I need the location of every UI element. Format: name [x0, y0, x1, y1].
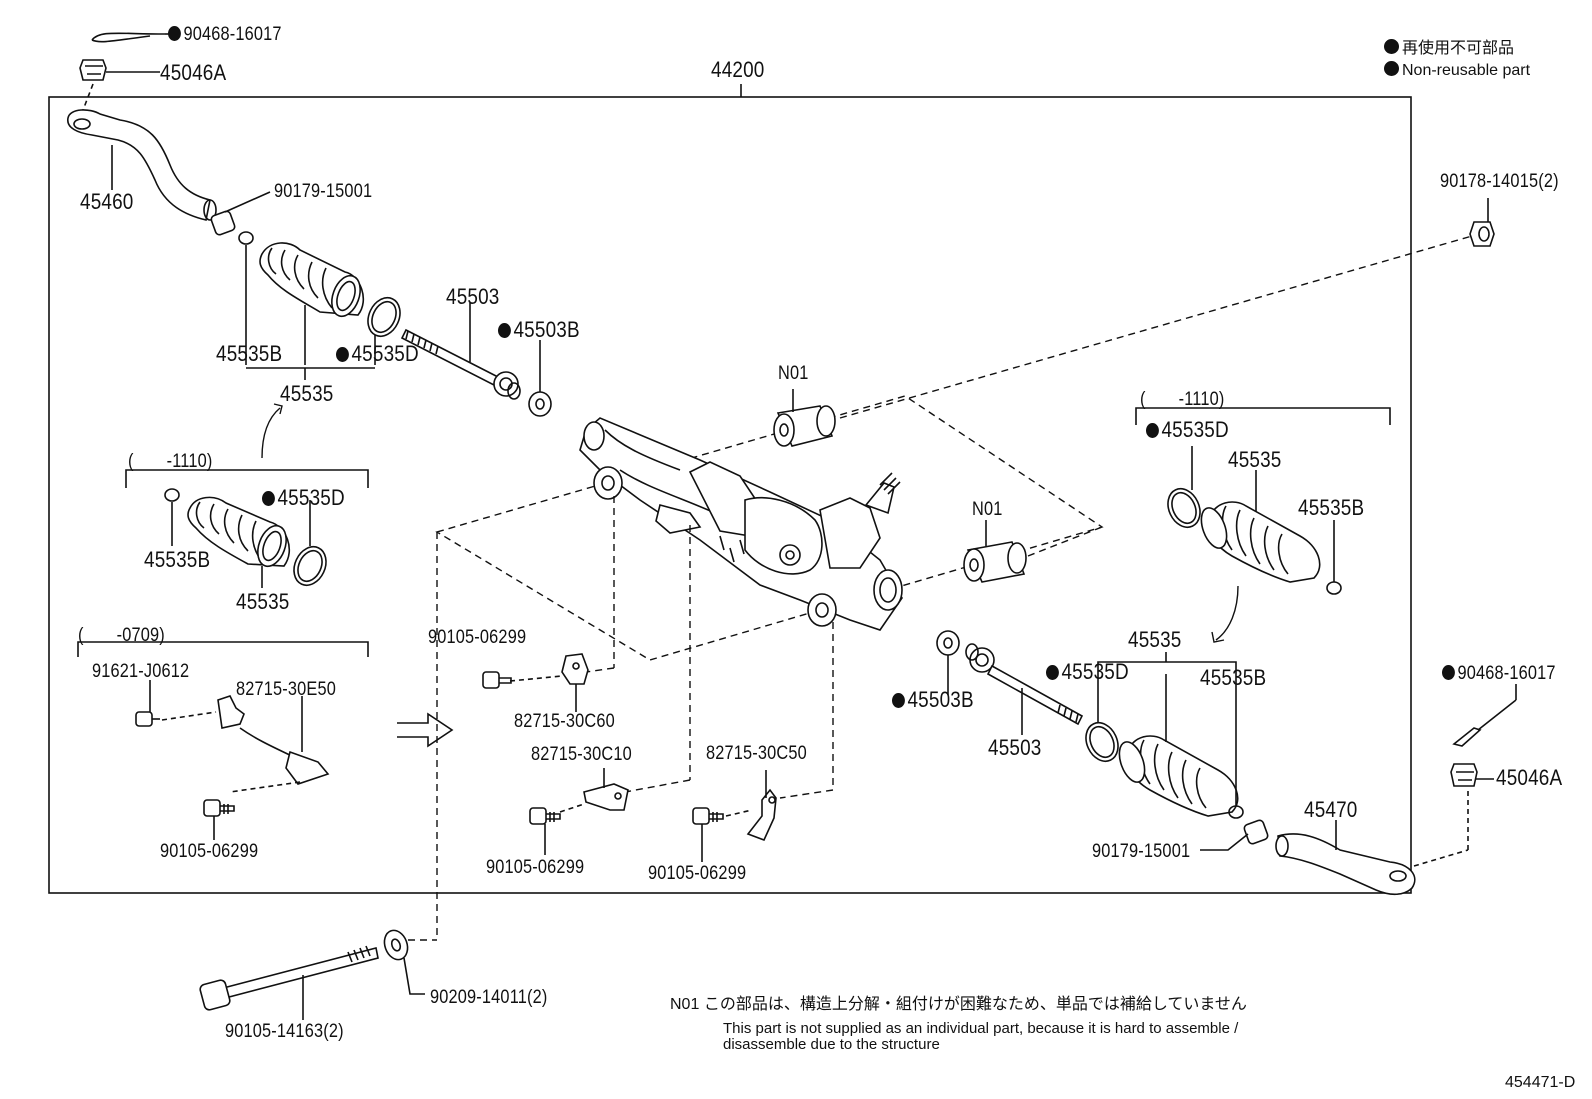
- bolt-90105-c: [529, 807, 561, 825]
- part-label[interactable]: 45535: [280, 381, 334, 406]
- part-label[interactable]: 90105-06299: [160, 841, 259, 862]
- assembly-frame: [48, 96, 1412, 894]
- part-label[interactable]: 45535B: [144, 547, 211, 572]
- part-label[interactable]: 45535: [236, 589, 290, 614]
- non-reusable-dot-icon: [262, 491, 275, 506]
- part-label[interactable]: 45535D: [336, 342, 419, 366]
- cotter-pin-right: [1452, 727, 1482, 747]
- n01-note-prefix: N01: [670, 996, 700, 1013]
- rack-boot-left-upper: [259, 242, 364, 318]
- cotter-pin-left: [91, 32, 171, 43]
- legend-item-en: Non-reusable part: [1384, 60, 1530, 82]
- part-label[interactable]: 90209-14011(2): [430, 987, 548, 1008]
- part-label[interactable]: 45460: [80, 189, 134, 214]
- part-label[interactable]: 45535D: [1146, 418, 1229, 442]
- bolt-90105-a: [203, 799, 235, 817]
- part-label[interactable]: 45535B: [1200, 665, 1267, 690]
- part-label[interactable]: 90179-15001: [274, 181, 373, 202]
- part-label[interactable]: 45503: [988, 735, 1042, 760]
- part-label[interactable]: 90468-16017: [1442, 664, 1556, 684]
- part-label[interactable]: 45470: [1304, 797, 1358, 822]
- long-bolt-90105-14163: [199, 945, 379, 1011]
- part-label[interactable]: 90468-16017: [168, 25, 282, 45]
- n01-note-jp-text: この部品は、構造上分解・組付けが困難なため、単品では補給していません: [703, 996, 1247, 1013]
- assembly-number: 44200: [711, 57, 765, 82]
- part-label[interactable]: ( -1110): [1140, 389, 1225, 410]
- part-label[interactable]: N01: [778, 363, 809, 384]
- n01-note-en-1: This part is not supplied as an individu…: [723, 1020, 1239, 1037]
- part-label[interactable]: 90105-14163(2): [225, 1021, 344, 1042]
- part-label[interactable]: 90179-15001: [1092, 841, 1191, 862]
- non-reusable-dot-icon: [498, 323, 511, 338]
- part-label[interactable]: 82715-30C10: [531, 744, 632, 765]
- steering-gear-housing: [579, 417, 903, 631]
- castle-nut-right: [1450, 763, 1478, 787]
- part-label[interactable]: 90178-14015(2): [1440, 171, 1559, 192]
- part-label[interactable]: 45535: [1128, 627, 1182, 652]
- tie-rod-end-right: [1275, 833, 1416, 896]
- n01-note: N01 この部品は、構造上分解・組付けが困難なため、単品では補給していません T…: [670, 996, 1247, 1053]
- n01-note-en-2: disassemble due to the structure: [723, 1036, 940, 1053]
- part-label[interactable]: 45046A: [160, 60, 227, 85]
- lock-nut-left: [210, 210, 236, 236]
- part-label[interactable]: ( -1110): [128, 451, 213, 472]
- part-label[interactable]: 82715-30C60: [514, 711, 615, 732]
- bracket-82715-30C60: [561, 653, 589, 685]
- bushing-n01-lower: [963, 541, 1027, 583]
- tie-rod-end-left: [67, 109, 217, 221]
- part-label[interactable]: 45535B: [216, 341, 283, 366]
- diagram-code: 454471-D: [1505, 1074, 1576, 1091]
- bolt-90105-b: [482, 671, 512, 689]
- bracket-82715-30E50: [217, 695, 330, 785]
- part-label[interactable]: 91621-J0612: [92, 661, 190, 682]
- part-label[interactable]: 45535D: [262, 486, 345, 510]
- part-label[interactable]: 45535B: [1298, 495, 1365, 520]
- part-label[interactable]: 90105-06299: [486, 857, 585, 878]
- bolt-90105-d: [692, 807, 724, 825]
- bolt-91621: [135, 711, 160, 727]
- inner-tie-rod-left: [400, 328, 521, 400]
- part-label[interactable]: 45503B: [498, 318, 580, 342]
- non-reusable-dot-icon: [892, 693, 905, 708]
- part-label[interactable]: 90105-06299: [648, 863, 747, 884]
- non-reusable-dot-icon: [1046, 665, 1059, 680]
- part-label[interactable]: 82715-30C50: [706, 743, 807, 764]
- part-label[interactable]: ( -0709): [78, 625, 165, 646]
- legend-item-jp: 再使用不可部品: [1384, 38, 1530, 60]
- part-label[interactable]: N01: [972, 499, 1003, 520]
- legend-text: 再使用不可部品: [1402, 40, 1515, 57]
- non-reusable-dot-icon: [1442, 665, 1455, 680]
- non-reusable-dot-icon: [336, 347, 349, 362]
- n01-note-jp: N01 この部品は、構造上分解・組付けが困難なため、単品では補給していません: [670, 996, 1247, 1014]
- part-label[interactable]: 45535D: [1046, 660, 1129, 684]
- rack-boot-right-upper: [1200, 501, 1321, 583]
- non-reusable-dot-icon: [1146, 423, 1159, 438]
- bracket-82715-30C10: [583, 783, 629, 811]
- bushing-n01-upper: [773, 405, 836, 447]
- part-label[interactable]: 82715-30E50: [236, 679, 337, 700]
- rack-boot-left-lower: [187, 496, 290, 568]
- part-label[interactable]: 45503: [446, 284, 500, 309]
- nut-90178: [1469, 221, 1495, 247]
- part-label[interactable]: 45535: [1228, 447, 1282, 472]
- legend-text: Non-reusable part: [1402, 62, 1531, 79]
- rack-boot-right-lower: [1118, 735, 1239, 817]
- bracket-82715-30C50: [746, 788, 777, 842]
- part-label[interactable]: 45503B: [892, 688, 974, 712]
- inner-tie-rod-right: [965, 643, 1084, 726]
- part-label[interactable]: 45046A: [1496, 765, 1563, 790]
- part-label[interactable]: 90105-06299: [428, 627, 527, 648]
- non-reusable-dot-icon: [1384, 39, 1399, 54]
- castle-nut-left: [79, 59, 107, 81]
- non-reusable-dot-icon: [1384, 61, 1399, 76]
- non-reusable-dot-icon: [168, 26, 181, 41]
- lock-nut-right: [1243, 819, 1269, 845]
- legend: 再使用不可部品 Non-reusable part: [1384, 38, 1530, 82]
